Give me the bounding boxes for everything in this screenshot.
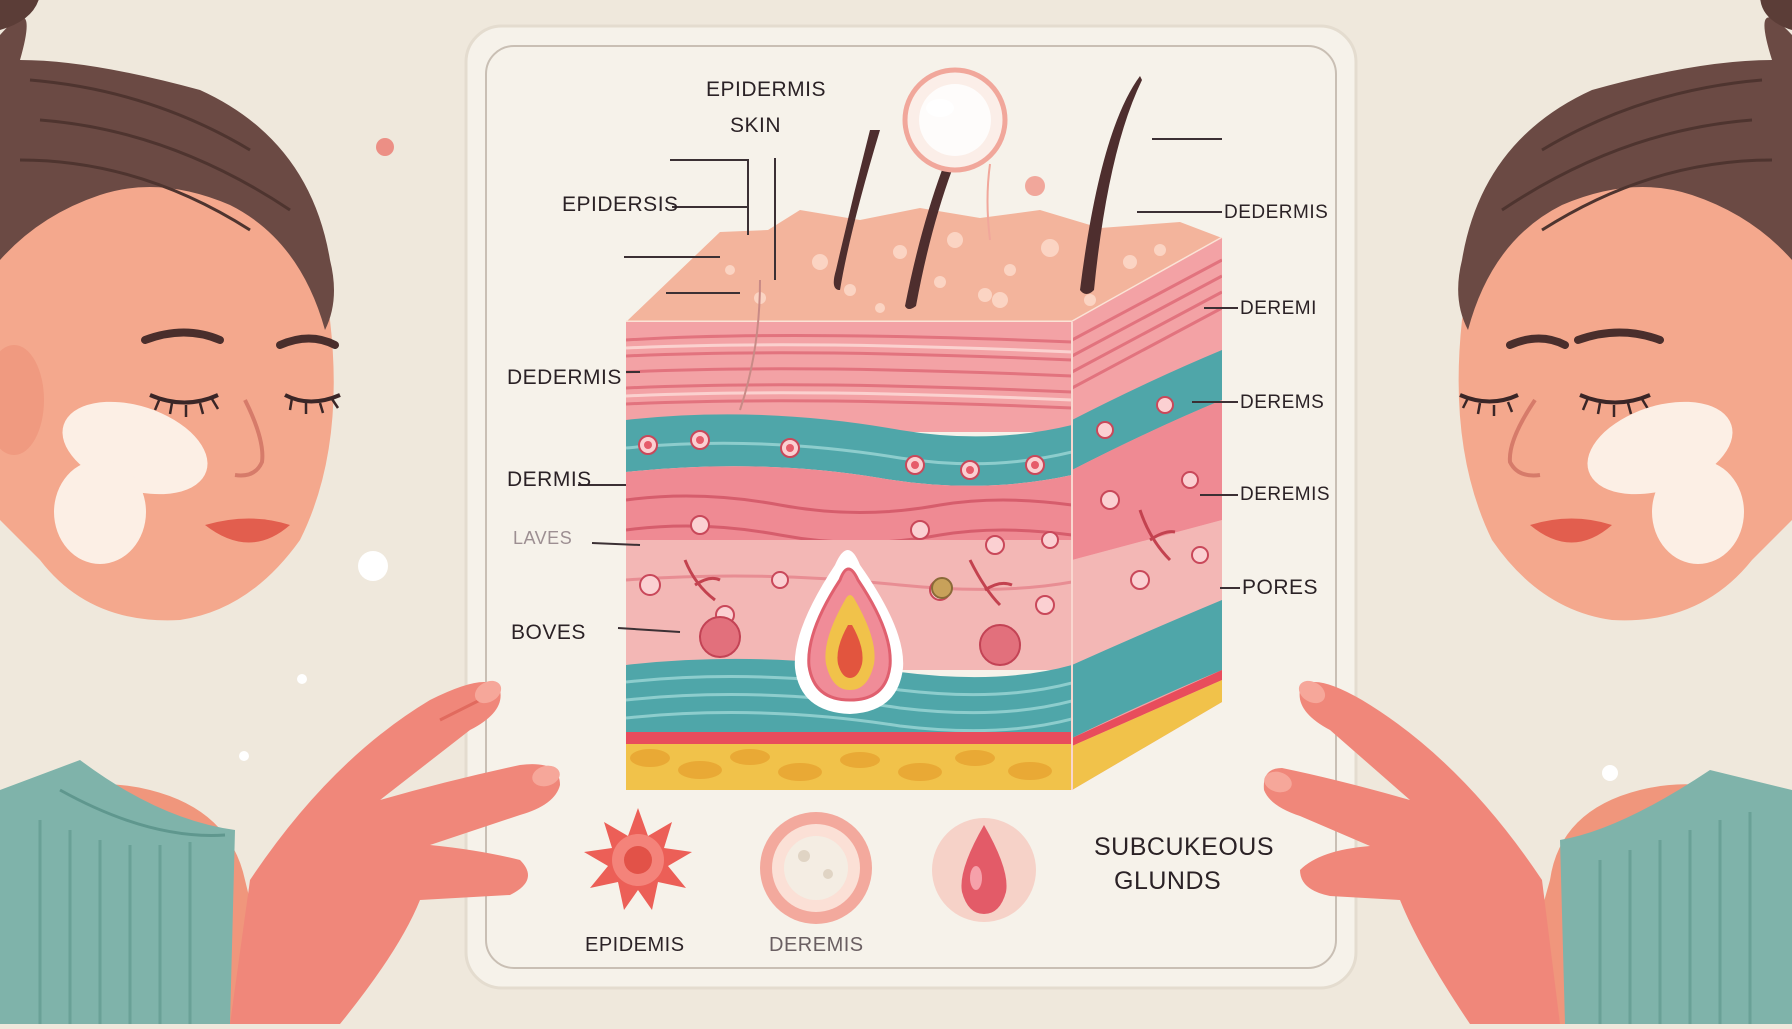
hair-shaft [1080,76,1142,294]
epidermis-icon [584,808,692,910]
right-woman-hair [1458,17,1792,331]
label-skin-title: SKIN [730,114,782,137]
cube-side-face [1072,238,1222,790]
cube-front-face [626,322,1072,790]
label-right-dedermis: DEDERMIS [1224,202,1329,223]
floating-dot [376,138,394,156]
floating-dot [239,751,249,761]
legend-note-line-2: GLUNDS [1114,867,1222,895]
left-woman-ear [0,345,44,455]
right-woman-sweater [1560,770,1792,1024]
left-woman-sweater [0,760,235,1024]
left-woman-hair [0,17,334,331]
floating-dot [297,674,307,684]
legend-note-line-1: SUBCUKEOUS [1094,833,1275,861]
label-right-deremi: DEREMI [1240,298,1317,319]
label-left-dedermis: DEDERMIS [507,366,622,389]
right-woman [1458,0,1792,1024]
left-woman [0,0,341,1024]
left-woman-lips [205,518,290,543]
right-cheek-cream [1652,460,1744,564]
legend-icons [584,808,1036,924]
label-right-deremis: DEREMIS [1240,484,1331,505]
left-woman-nose [234,399,265,478]
label-epidermis-title: EPIDERMIS [706,78,827,101]
label-right-pores: PORES [1242,576,1319,599]
left-woman-eye-closed [149,393,219,405]
left-woman-eyebrow [141,328,224,344]
hair-shaft [905,170,952,309]
right-hand [1263,680,1560,1024]
floating-dot [1602,765,1618,781]
leader-lines [578,138,1240,633]
floating-bubble [358,551,388,581]
label-left-epidersis: EPIDERSIS [562,193,679,216]
diagram-card-border [485,45,1337,969]
label-left-boves: BOVES [511,621,586,644]
floating-dot [1025,176,1045,196]
dermis-icon [760,812,872,924]
hair-shaft [833,130,880,290]
label-left-dermis: DERMIS [507,468,592,491]
gland-droplet-icon [932,818,1036,922]
legend-label-epidemis: EPIDEMIS [585,934,685,956]
label-right-derems: DEREMS [1240,392,1325,413]
left-cheek-cream [54,460,146,564]
left-hand [230,680,560,1024]
label-left-laves: LAVES [513,528,573,548]
legend-label-deremis: DEREMIS [769,934,864,956]
